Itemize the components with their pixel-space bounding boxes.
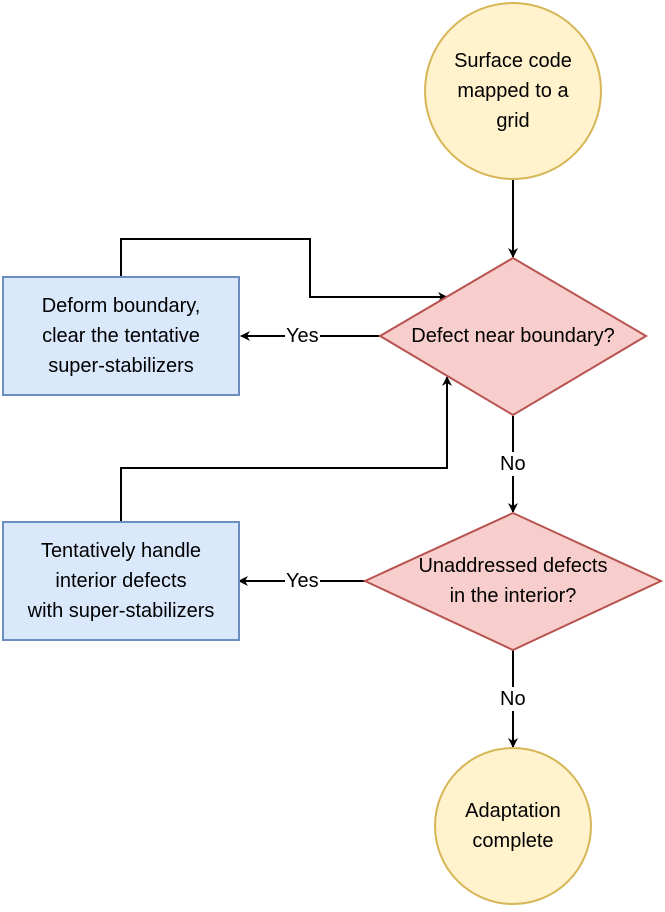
process-tentative-node <box>2 521 240 641</box>
decision-interior-node <box>362 511 664 652</box>
edge-label-interior-no: No <box>499 687 527 711</box>
edge-tentative-loop <box>120 376 452 522</box>
edge-label-boundary-yes: Yes <box>285 324 320 348</box>
process-tentative-label: Tentatively handle interior defects with… <box>27 540 215 622</box>
process-deform-label: Deform boundary, clear the tentative sup… <box>41 295 201 377</box>
process-deform-node <box>2 276 240 396</box>
edge-label-boundary-no: No <box>499 452 527 476</box>
start-node <box>424 2 602 180</box>
edge-deform-loop <box>120 238 448 302</box>
start-label: Surface code mapped to a grid <box>454 50 572 132</box>
edge-label-interior-yes: Yes <box>285 569 320 593</box>
decision-interior-label: Unaddressed defects in the interior? <box>418 555 608 607</box>
end-label: Adaptation complete <box>465 800 561 852</box>
end-node <box>434 747 592 905</box>
decision-boundary-node <box>378 256 648 417</box>
decision-boundary-label: Defect near boundary? <box>411 325 615 347</box>
